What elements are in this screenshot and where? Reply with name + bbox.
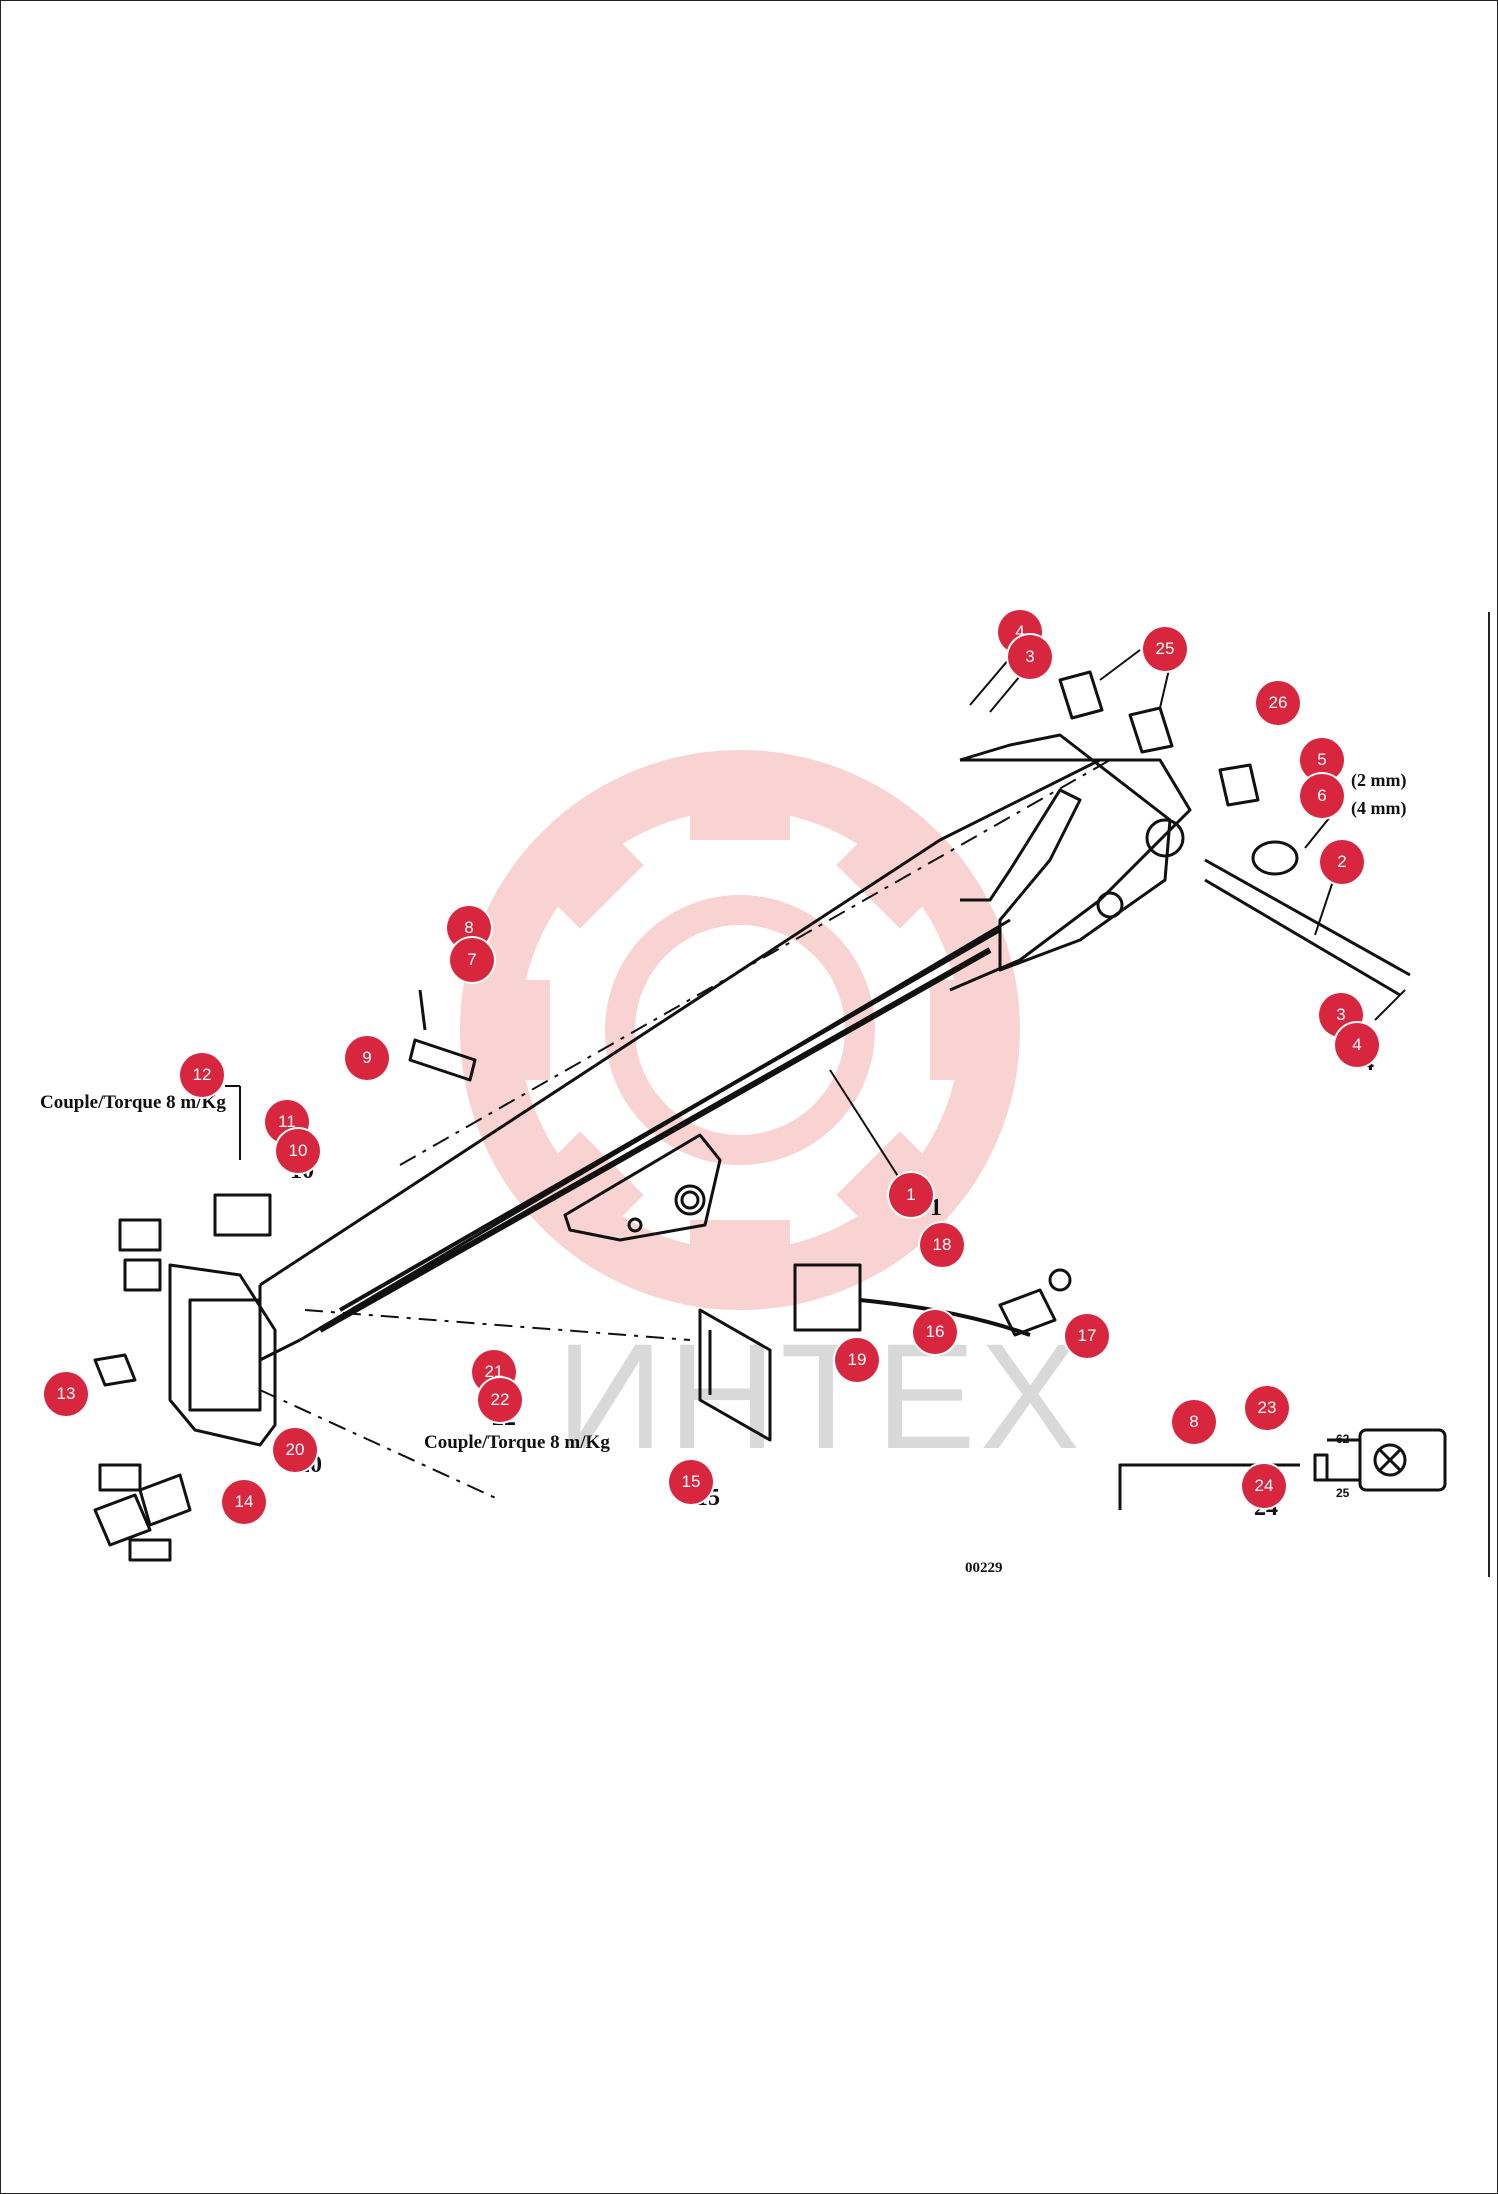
pad-14-d: [128, 1538, 172, 1562]
callout-23[interactable]: 23: [1245, 1386, 1289, 1430]
callout-10[interactable]: 10: [276, 1129, 320, 1173]
clamp-10: [213, 1193, 272, 1237]
spec-4mm: (4 mm): [1351, 798, 1407, 818]
drawing-code: 00229: [965, 1560, 1003, 1576]
callout-25[interactable]: 25: [1143, 627, 1187, 671]
callout-6[interactable]: 6: [1300, 774, 1344, 818]
bushing-26: [1218, 763, 1260, 807]
bushing-1: [1058, 670, 1104, 720]
boom-upper-ridge: [949, 758, 1192, 992]
switch-16: [793, 1263, 862, 1332]
callout-8-detail[interactable]: 8: [1172, 1400, 1216, 1444]
callout-17[interactable]: 17: [1065, 1314, 1109, 1358]
dimension-62: 62: [1336, 1432, 1350, 1446]
right-rule: [1488, 612, 1490, 1577]
callout-18[interactable]: 18: [920, 1223, 964, 1267]
callout-14[interactable]: 14: [222, 1480, 266, 1524]
main-pin: [1204, 858, 1411, 977]
callout-20[interactable]: 20: [273, 1428, 317, 1472]
torque-label-top: Couple/Torque 8 m/Kg: [40, 1092, 226, 1113]
pin-7: [408, 1038, 477, 1082]
front-flange: [168, 1263, 277, 1447]
detail-body: [1358, 1428, 1447, 1492]
bracket-19: [698, 1308, 772, 1442]
callout-26[interactable]: 26: [1256, 681, 1300, 725]
callout-15[interactable]: 15: [669, 1460, 713, 1504]
detail-rod-8: [1118, 1463, 1300, 1510]
callout-19[interactable]: 19: [835, 1338, 879, 1382]
callout-24[interactable]: 24: [1242, 1464, 1286, 1508]
callout-12[interactable]: 12: [180, 1053, 224, 1097]
boom-left-face: [258, 1285, 301, 1362]
callout-4-right[interactable]: 4: [1335, 1023, 1379, 1067]
bushing-2: [1128, 706, 1174, 754]
watermark-text: ИНТЕХ: [556, 1312, 1084, 1480]
side-plate: [563, 1133, 722, 1242]
callout-7[interactable]: 7: [450, 938, 494, 982]
callout-2[interactable]: 2: [1320, 840, 1364, 884]
callout-9[interactable]: 9: [345, 1036, 389, 1080]
clamp-left-top: [118, 1218, 162, 1252]
block-13: [93, 1353, 137, 1387]
callout-22[interactable]: 22: [478, 1378, 522, 1422]
callout-1[interactable]: 1: [889, 1173, 933, 1217]
pad-14-c: [98, 1463, 142, 1492]
head-bracket: [959, 733, 1172, 972]
callout-3-top[interactable]: 3: [1008, 635, 1052, 679]
torque-label-bottom: Couple/Torque 8 m/Kg: [424, 1432, 610, 1453]
pad-14-a: [93, 1493, 152, 1547]
callout-16[interactable]: 16: [913, 1310, 957, 1354]
detail-washer: [1313, 1453, 1329, 1482]
boom-top-edge: [259, 758, 1101, 1287]
clamp-left-bottom: [123, 1258, 162, 1292]
pad-14-b: [138, 1473, 192, 1527]
part-number-1: 1: [930, 1195, 942, 1221]
plug-17: [998, 1288, 1057, 1337]
dimension-25: 25: [1336, 1486, 1350, 1500]
callout-13[interactable]: 13: [44, 1372, 88, 1416]
spec-2mm: (2 mm): [1351, 770, 1407, 790]
